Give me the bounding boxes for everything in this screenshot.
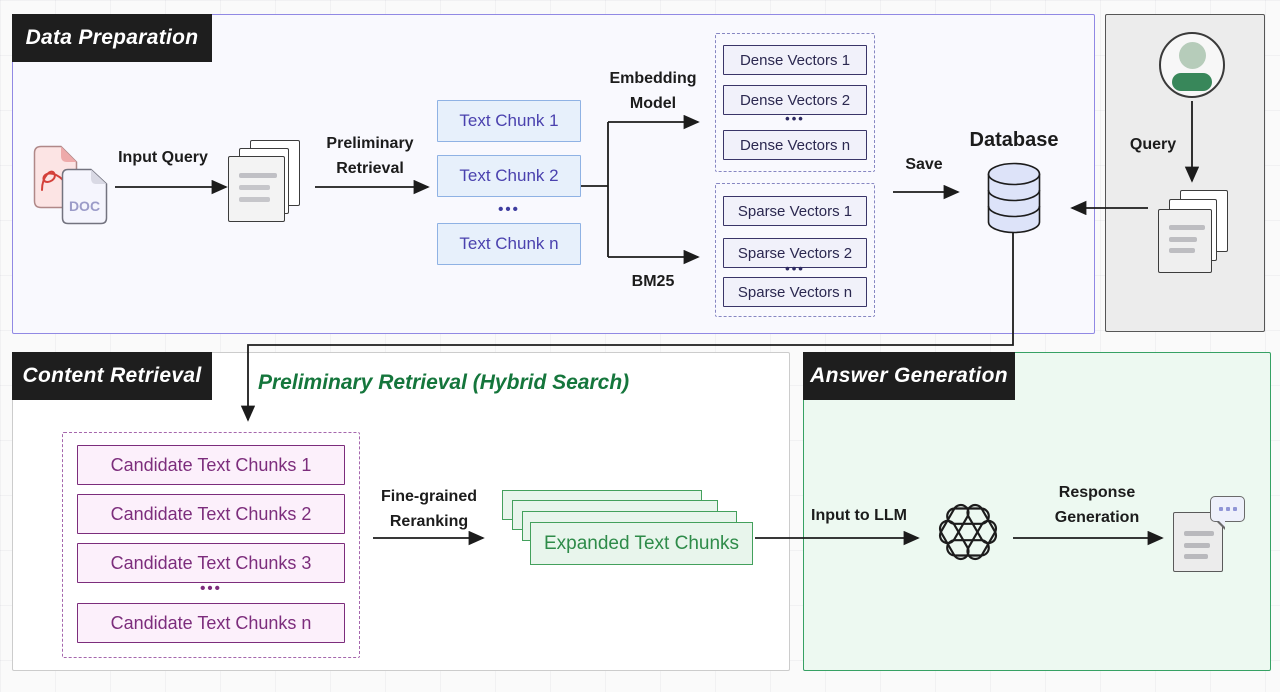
dense-vectors-group [715,33,875,172]
query-doc-stack-icon [1158,209,1212,273]
candidate-chunks-ellipsis: ••• [200,580,222,597]
candidate-chunks-1: Candidate Text Chunks 1 [77,445,345,485]
response-line2: Generation [1054,509,1140,526]
embedding-line1: Embedding [609,70,697,87]
hybrid-search-title: Preliminary Retrieval (Hybrid Search) [258,371,630,394]
openai-llm-icon [938,503,998,561]
candidate-chunks-2: Candidate Text Chunks 2 [77,494,345,534]
candidate-chunks-group [62,432,360,658]
chat-bubble-icon [1210,496,1245,530]
embedding-line2: Model [629,95,677,112]
avatar-torso [1172,73,1212,91]
response-generation-label: Response Generation [1040,480,1154,530]
fine-grained-reranking-label: Fine-grained Reranking [369,484,489,534]
preliminary-line1: Preliminary [326,135,414,152]
dense-vectors-n: Dense Vectors n [723,130,867,160]
input-to-llm-label: Input to LLM [811,507,907,524]
sparse-vectors-n: Sparse Vectors n [723,277,867,307]
input-query-label: Input Query [118,149,208,166]
data-preparation-label: Data Preparation [12,14,212,62]
fine-grained-line2: Reranking [389,513,469,530]
text-chunk-2: Text Chunk 2 [437,155,581,197]
content-retrieval-label: Content Retrieval [12,352,212,400]
document-stack-icon [228,156,285,222]
database-icon [987,162,1041,234]
sparse-vectors-1: Sparse Vectors 1 [723,196,867,226]
avatar-head [1179,42,1206,69]
embedding-model-label: Embedding Model [598,66,708,116]
text-chunks-ellipsis: ••• [498,201,520,218]
query-label: Query [1129,136,1177,153]
response-line1: Response [1058,484,1136,501]
user-avatar-icon [1159,32,1225,98]
bm25-label: BM25 [631,273,675,290]
preliminary-line2: Retrieval [336,160,404,177]
text-chunk-n: Text Chunk n [437,223,581,265]
save-label: Save [905,156,943,173]
expanded-text-chunks: Expanded Text Chunks [530,522,753,565]
answer-generation-label: Answer Generation [803,352,1015,400]
fine-grained-line1: Fine-grained [380,488,477,505]
preliminary-retrieval-label: Preliminary Retrieval [314,131,426,181]
sparse-vectors-ellipsis: ••• [785,261,805,276]
doc-file-icon: DOC [61,168,108,225]
dense-vectors-ellipsis: ••• [785,111,805,126]
text-chunk-1: Text Chunk 1 [437,100,581,142]
response-document-icon [1173,512,1223,572]
doc-icon-text: DOC [69,198,100,214]
candidate-chunks-n: Candidate Text Chunks n [77,603,345,643]
dense-vectors-2: Dense Vectors 2 [723,85,867,115]
database-label: Database [969,129,1059,151]
candidate-chunks-3: Candidate Text Chunks 3 [77,543,345,583]
dense-vectors-1: Dense Vectors 1 [723,45,867,75]
